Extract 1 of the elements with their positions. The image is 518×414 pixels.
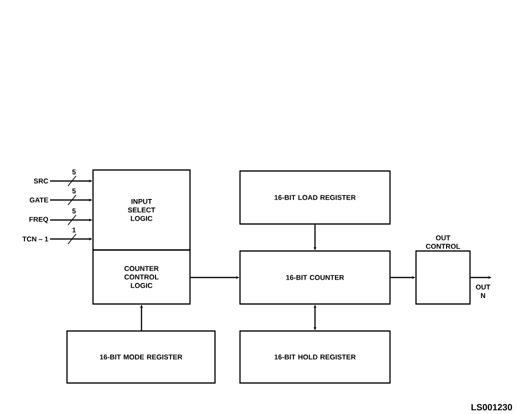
drawing-number: LS001230: [471, 404, 512, 410]
